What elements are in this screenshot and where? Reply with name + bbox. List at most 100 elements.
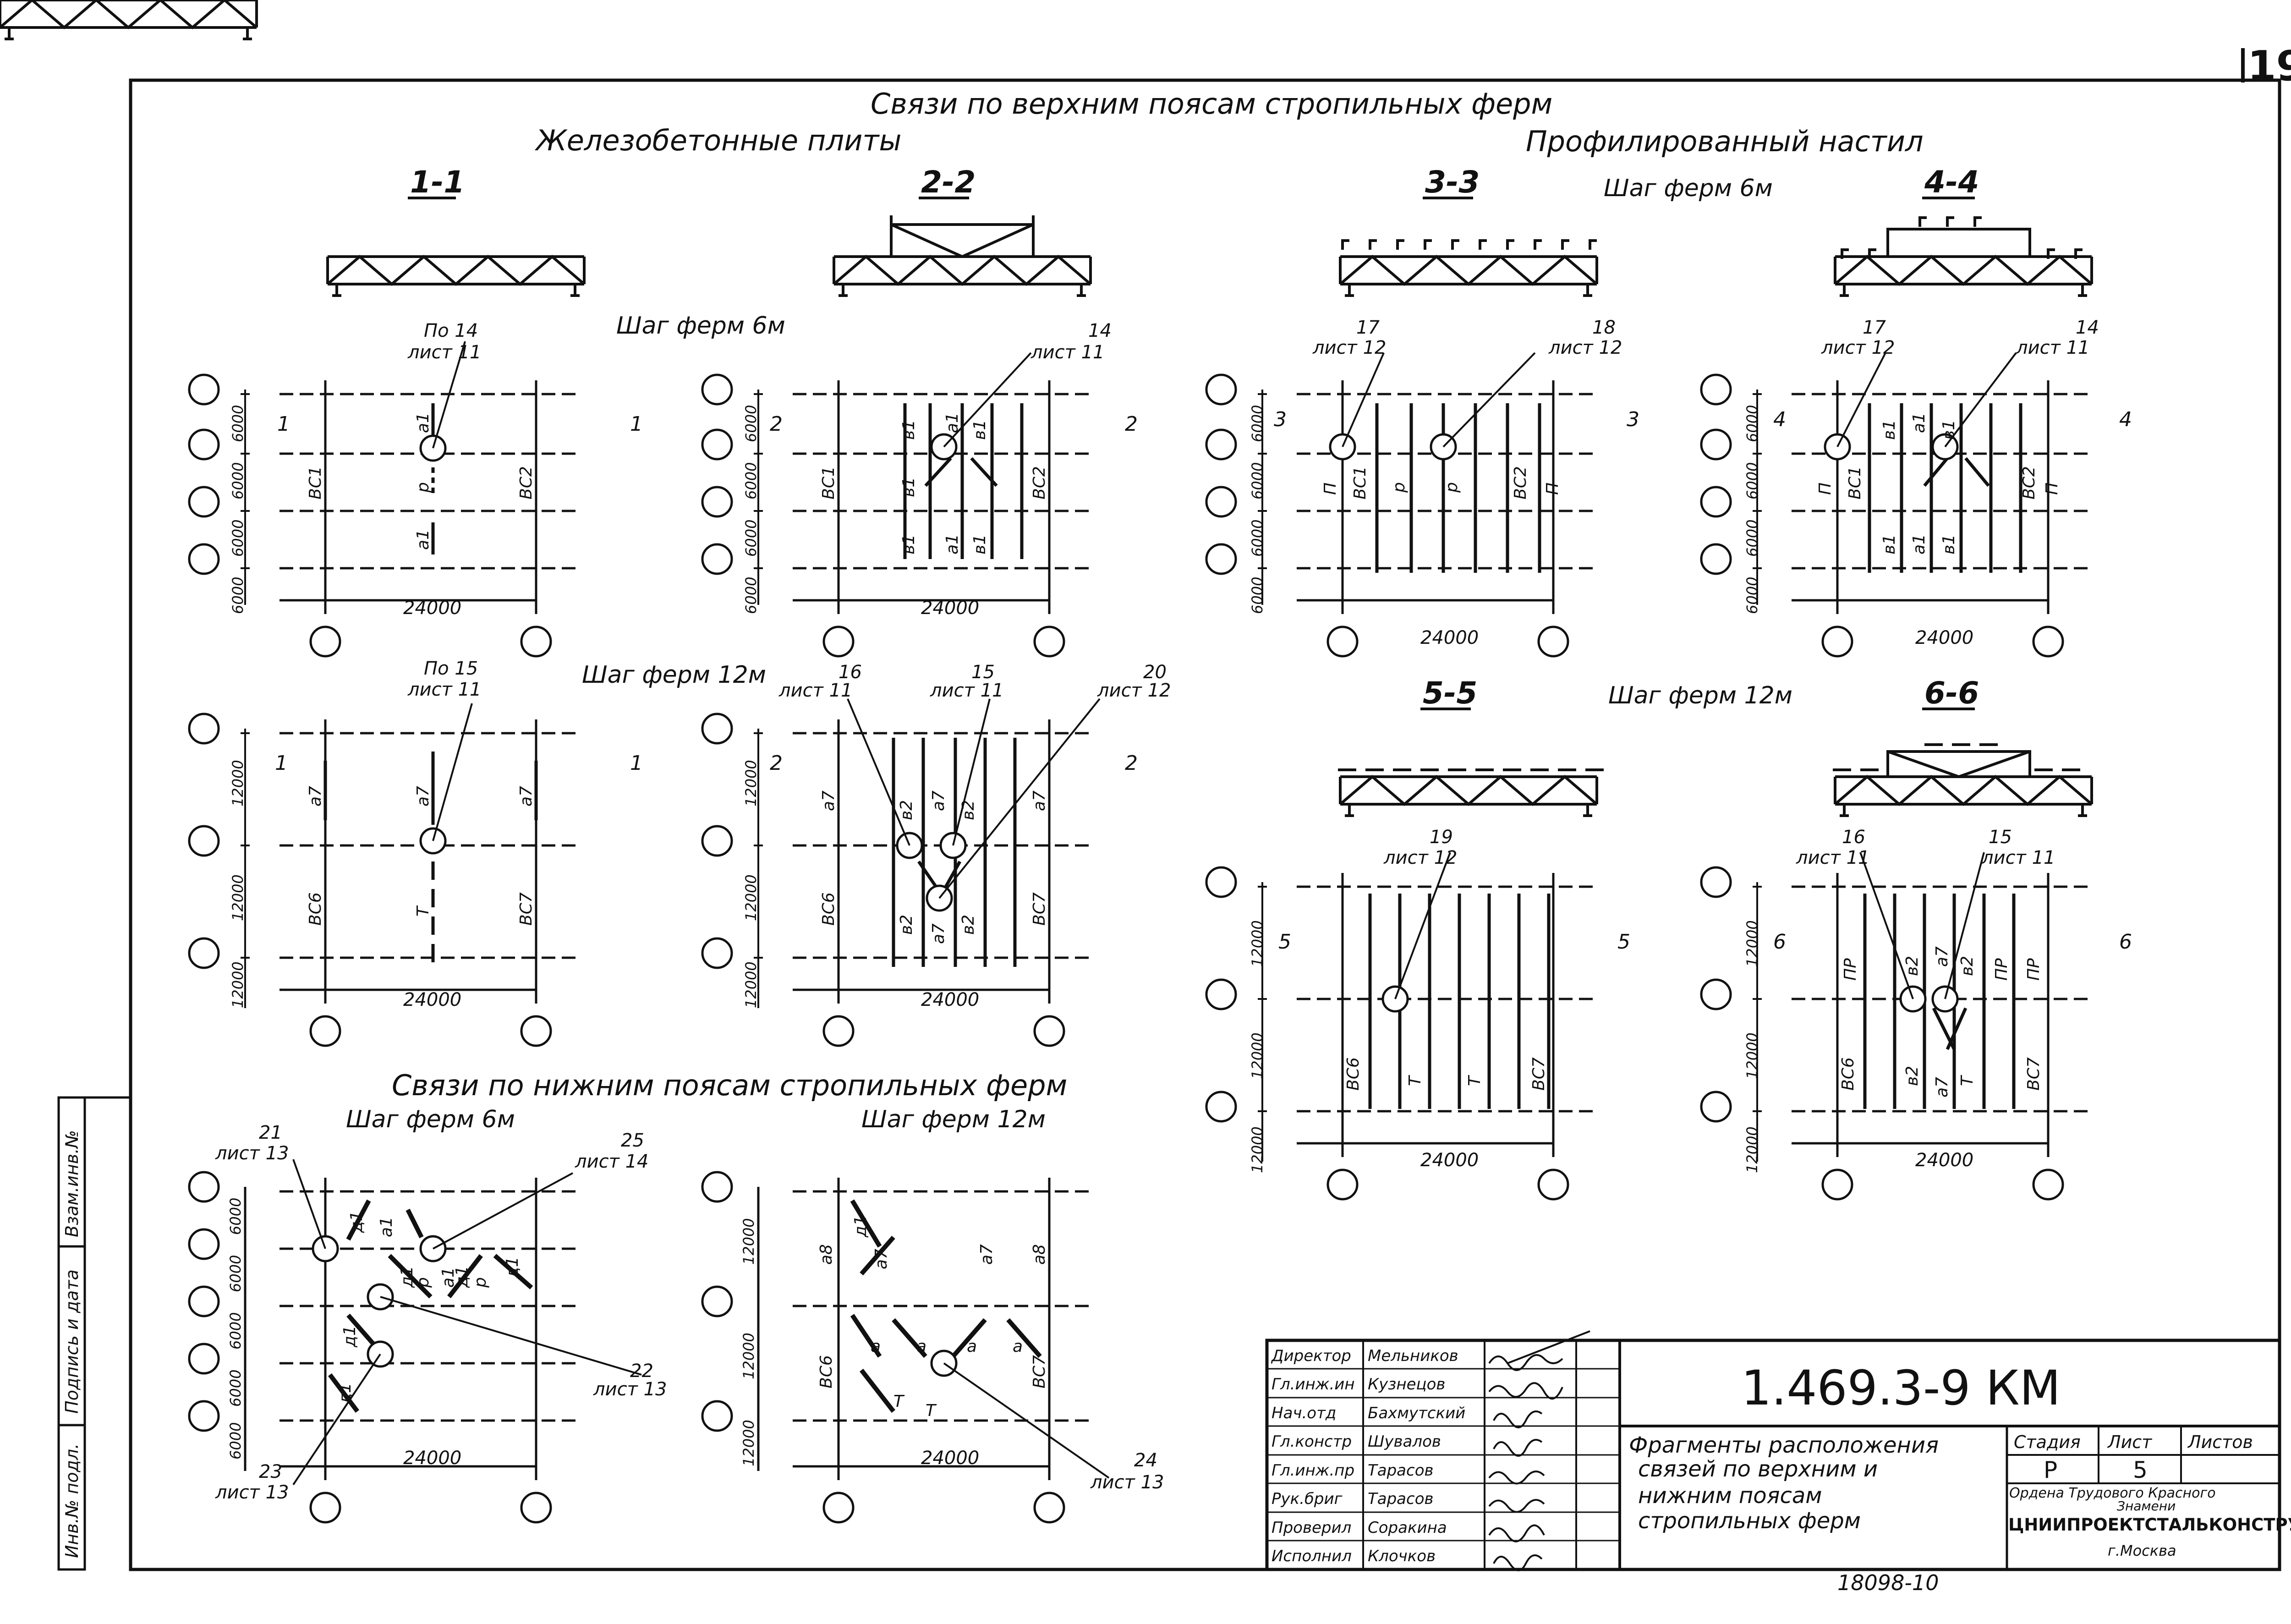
mark-d1: д1 [851,1215,870,1238]
mark-d1: д1 [453,1266,471,1288]
dim-12000: 12000 [1743,1126,1761,1173]
dim-6000: 6000 [742,462,760,499]
step-12m-label-lower: Шаг ферм 12м [861,1106,1046,1133]
mark-vs7: ВС7 [1030,1355,1049,1388]
stamp-signature-date: Подпись и дата [62,1269,82,1414]
mark-p: р [1442,482,1461,493]
callout-l12: лист 12 [1821,337,1895,358]
side-stamp: Взам.инв.№ Подпись и дата Инв.№ подл. [57,1096,131,1571]
cut-mark: 4 [1773,408,1786,431]
dim-6000: 6000 [1249,462,1266,499]
callout-l12: лист 12 [1383,847,1457,868]
mark-a1: а1 [1910,412,1929,433]
stage-label: Стадия [2014,1432,2081,1452]
callout-l11: лист 11 [2016,337,2089,358]
staff-role-7: Исполнил [1272,1547,1352,1565]
callout-22: 22 [630,1361,653,1382]
mark-p: р [414,1277,433,1288]
mark-a8: а8 [817,1244,836,1265]
mark-b2: в2 [1903,956,1922,976]
callout-l13: лист 13 [215,1143,289,1164]
cut-mark: 2 [1125,412,1138,436]
dim-6000: 6000 [229,520,247,557]
mark-d1: д1 [503,1256,522,1279]
step-6m-label-lower: Шаг ферм 6м [346,1106,515,1133]
archive-number: 18098-10 [1837,1570,1939,1595]
page-number: 19 [2247,42,2291,90]
dim-24000: 24000 [1915,627,1973,648]
cut-mark: 3 [1274,408,1287,431]
staff-name-2: Бахмутский [1368,1404,1465,1422]
cut-mark: 1 [277,412,290,436]
cut-mark: 2 [770,752,783,775]
section-1-1: 1-1 [410,165,465,200]
mark-d1: д1 [336,1383,355,1405]
dim-6000: 6000 [1743,577,1761,614]
mark-a7: а7 [306,786,325,807]
mark-vs6: ВС6 [819,892,838,926]
callout-l11: лист 11 [407,342,481,363]
mark-a7: а7 [819,790,838,811]
staff-role-2: Нач.отд [1272,1404,1336,1422]
title-block: Директор Мельников Гл.инж.ин Кузнецов На… [1265,1330,2291,1571]
mark-b1: в1 [1880,420,1899,440]
dim-24000: 24000 [403,598,461,619]
mark-vs7: ВС7 [1030,892,1049,926]
mark-a1: а1 [439,1267,458,1288]
callout-l11: лист 11 [407,679,481,700]
callout-l12: лист 12 [1097,680,1171,701]
sheets-label: Листов [2187,1432,2253,1452]
dim-6000: 6000 [227,1255,244,1292]
mark-b1: в1 [1940,420,1958,440]
staff-name-5: Тарасов [1368,1490,1434,1508]
dim-6000: 6000 [742,520,760,557]
staff-role-1: Гл.инж.ин [1272,1375,1355,1394]
plan-2-2-step12: 16 лист 11 15 лист 11 20 лист 12 а7 в2 а… [702,662,1171,1046]
callout-l11: лист 11 [1796,847,1869,868]
drawing-code: 1.469.3-9 КМ [1741,1360,2061,1416]
mark-a: а [916,1337,926,1356]
mark-b1: в1 [1880,534,1899,554]
dim-12000: 12000 [1249,920,1266,967]
mark-b1: в1 [970,534,989,554]
staff-name-4: Тарасов [1368,1461,1434,1480]
mark-a: а [1013,1337,1023,1356]
mark-a8: а8 [1030,1244,1049,1265]
dim-6000: 6000 [742,405,760,442]
section-titles: 1-1 2-2 3-3 4-4 5-5 6-6 [408,165,1979,711]
mark-vs7: ВС7 [517,892,536,926]
sheet-label: Лист [2107,1432,2153,1452]
plan-4-4-step6: 17 лист 12 14 лист 11 П ВС1 в1 а1 в1 ВС2… [1701,317,2132,656]
callout-16: 16 [839,662,862,683]
mark-b1: в1 [899,534,918,554]
dim-6000: 6000 [227,1370,244,1407]
dim-24000: 24000 [921,1448,979,1469]
callout-24: 24 [1134,1450,1157,1471]
signatures [1488,1330,1590,1571]
staff-role-0: Директор [1271,1347,1351,1365]
staff-name-3: Шувалов [1368,1432,1441,1451]
cut-mark: 6 [2119,930,2132,954]
mark-a1: а1 [414,412,433,433]
mark-T: Т [1958,1075,1977,1086]
step-12m-label-deck: Шаг ферм 12м [1608,682,1792,709]
cut-mark: 5 [1617,930,1630,954]
plan-1-1-step6: По 14 лист 11 а1 р а1 ВС1 ВС2 1 1 24000 … [189,320,643,656]
mark-PR: ПР [2024,958,2043,981]
dim-12000: 12000 [1743,920,1761,967]
mark-P: П [2043,483,2061,495]
mark-vs1: ВС1 [306,466,325,499]
stamp-inv-original: Инв.№ подл. [62,1443,82,1558]
dim-6000: 6000 [1743,462,1761,499]
mark-p: р [1390,482,1409,493]
dim-6000: 6000 [229,577,247,614]
callout-po14: По 14 [424,320,478,341]
section-4-4: 4-4 [1924,165,1979,200]
dim-12000: 12000 [740,1333,757,1379]
section-5-5: 5-5 [1423,675,1477,711]
dim-24000: 24000 [1420,1150,1479,1171]
section-3-3: 3-3 [1425,165,1480,200]
plan-6-6-step12: 16 лист 11 15 лист 11 ПР в2 а7 в2 ПР ПР … [1701,827,2132,1199]
mark-a7: а7 [517,786,536,807]
staff-name-1: Кузнецов [1368,1375,1445,1394]
